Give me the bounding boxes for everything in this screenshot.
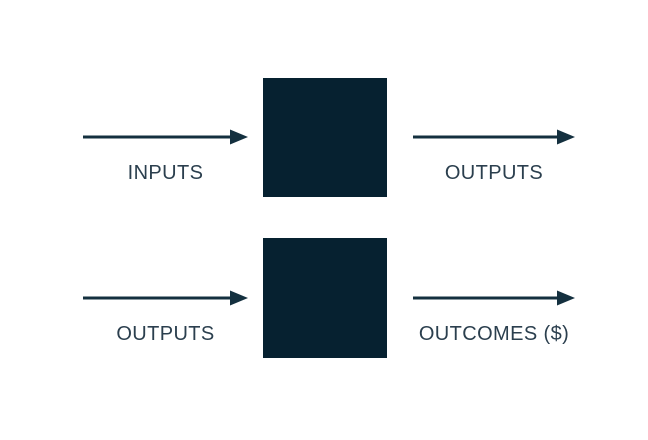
arrow-label-inputs: INPUTS	[127, 162, 204, 184]
arrow-group-outcomes: OUTCOMES ($)	[413, 289, 575, 359]
arrow-label-outcomes: OUTCOMES ($)	[418, 323, 570, 345]
flow-row-inputs-outputs: INPUTS OUTPUTS	[83, 78, 575, 198]
arrow-right-icon	[83, 290, 248, 306]
arrow-label-outputs-row1: OUTPUTS	[444, 162, 544, 184]
flow-row-outputs-outcomes: OUTPUTS OUTCOMES ($)	[0, 220, 648, 440]
arrow-right-icon	[83, 129, 248, 145]
arrow-right-icon	[413, 129, 575, 145]
arrow-group-outputs-row1: OUTPUTS	[413, 128, 575, 198]
arrow-group-outputs-row2: OUTPUTS	[83, 289, 248, 359]
arrow-right-icon	[413, 290, 575, 306]
arrow-label-outputs-row2: OUTPUTS	[116, 323, 215, 345]
arrow-group-inputs: INPUTS	[83, 128, 248, 198]
process-box-2	[263, 238, 387, 358]
process-box-1	[263, 78, 387, 197]
